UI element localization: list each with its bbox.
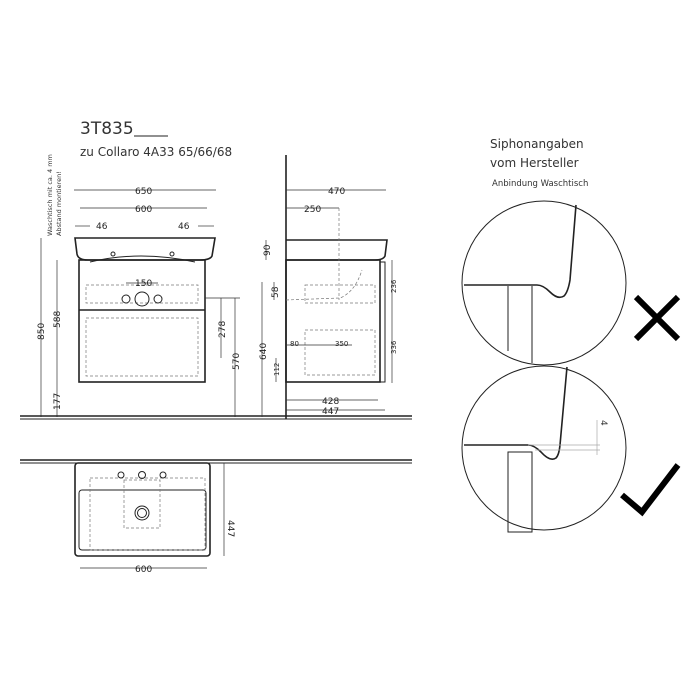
plan-view: 447 600 xyxy=(20,459,412,575)
dim-600: 600 xyxy=(135,205,152,215)
dim-588: 588 xyxy=(53,311,63,328)
detail-caption: Anbindung Waschtisch xyxy=(492,179,588,189)
detail-heading-1: Siphonangaben xyxy=(490,137,584,151)
dim-447: 447 xyxy=(322,407,339,417)
dim-650: 650 xyxy=(135,187,152,197)
detail-right: 4 xyxy=(461,365,681,533)
detail-wrong xyxy=(461,200,681,366)
dim-336: 336 xyxy=(390,340,398,354)
cross-icon xyxy=(633,294,681,342)
dim-150: 150 xyxy=(135,279,152,289)
dim-46-right: 46 xyxy=(178,222,190,232)
mounting-note-1: Waschtisch mit ca. 4 mm xyxy=(46,154,54,236)
dim-850: 850 xyxy=(37,323,47,340)
dim-640: 640 xyxy=(259,343,269,360)
floor xyxy=(20,415,412,420)
gap-4mm-label: 4 xyxy=(598,420,608,426)
check-icon xyxy=(620,463,681,517)
dim-112: 112 xyxy=(273,363,281,376)
dim-250: 250 xyxy=(304,205,321,215)
product-code: 3T835 xyxy=(80,119,134,139)
dim-570: 570 xyxy=(232,353,242,370)
header: 3T835 zu Collaro 4A33 65/66/68 Waschtisc… xyxy=(46,119,232,236)
plan-dim-447: 447 xyxy=(225,520,235,537)
dim-350: 350 xyxy=(335,340,348,348)
dim-46-left: 46 xyxy=(96,222,108,232)
product-subtitle: zu Collaro 4A33 65/66/68 xyxy=(80,145,232,159)
dim-80: 80 xyxy=(290,340,299,348)
side-view: 470 250 90 58 640 112 80 350 236 336 428… xyxy=(259,155,398,419)
dim-278: 278 xyxy=(218,321,228,338)
dim-90: 90 xyxy=(263,244,273,256)
siphon-detail: Siphonangaben vom Hersteller Anbindung W… xyxy=(461,137,681,533)
dim-177: 177 xyxy=(53,393,63,410)
plan-dim-600: 600 xyxy=(135,565,152,575)
dim-236: 236 xyxy=(390,279,398,293)
dim-58: 58 xyxy=(271,286,281,298)
detail-heading-2: vom Hersteller xyxy=(490,156,579,170)
front-view: 650 600 46 46 150 850 588 177 278 570 xyxy=(37,187,242,417)
dim-470: 470 xyxy=(328,187,345,197)
mounting-note-2: Abstand montieren! xyxy=(55,171,63,236)
dim-428: 428 xyxy=(322,397,339,407)
